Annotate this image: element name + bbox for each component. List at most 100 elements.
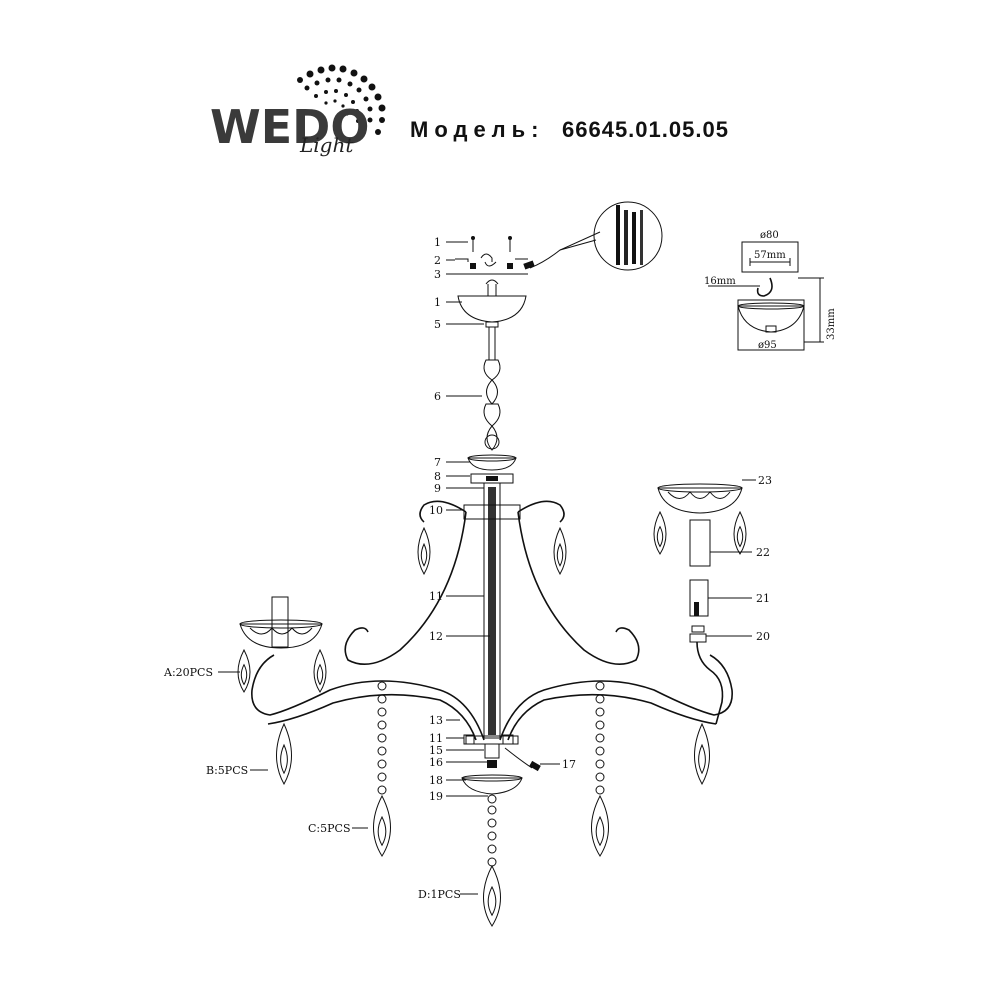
crystal-bead-icon: [595, 681, 605, 691]
crystal-facet-icon: [240, 663, 248, 686]
hook-icon: [484, 261, 497, 267]
callout-19: 19: [429, 790, 443, 803]
crystal-bead-icon: [487, 857, 497, 867]
crystal-drop-icon: [276, 722, 292, 786]
logo-swirl-icon: [297, 64, 386, 135]
terminal-magnifier-icon: [559, 201, 663, 271]
crystal-drop-icon: [373, 794, 391, 857]
crystal-bead-icon: [377, 772, 387, 782]
callout-2: 2: [434, 254, 441, 267]
callout-16: 16: [429, 756, 443, 769]
crystal-drop-icon: [553, 526, 567, 575]
crystal-facet-icon: [316, 663, 324, 686]
crystal-bead-icon: [487, 805, 497, 815]
nut-icon: [507, 263, 513, 269]
crystal-facet-icon: [656, 525, 664, 548]
crystal-d-label: D:1PCS: [418, 888, 461, 901]
brand-sub: Light: [299, 133, 354, 157]
crystal-bead-icon: [377, 746, 387, 756]
crystal-facet-icon: [420, 542, 428, 567]
crystal-drop-icon: [694, 722, 710, 786]
callout-13: 13: [429, 714, 443, 727]
callout-10: 10: [429, 504, 443, 517]
suspension-chain: [483, 327, 501, 451]
nut-icon: [470, 263, 476, 269]
callout-numbers: 1 2 3 1 5 6 7 8 9 10 11 12 13 11 15 16 1…: [429, 236, 772, 803]
crystal-drop-icon: [733, 510, 747, 555]
callout-9: 9: [434, 482, 441, 495]
callout-11-lower: 11: [429, 732, 443, 745]
ceiling-canopy: [457, 279, 527, 328]
callout-18: 18: [429, 774, 443, 787]
callout-12: 12: [429, 630, 443, 643]
callout-23: 23: [758, 474, 772, 487]
dim-hook-width: 57mm: [754, 250, 786, 261]
crystal-drop-icon: [483, 864, 501, 927]
crystal-c-label: C:5PCS: [308, 822, 350, 835]
central-stem: [463, 482, 521, 739]
wire-icon: [529, 231, 601, 269]
callout-8: 8: [434, 470, 441, 483]
callout-22: 22: [756, 546, 770, 559]
crystal-bead-icon: [377, 759, 387, 769]
mount-bracket-icon: [455, 253, 528, 262]
callout-11: 11: [429, 590, 443, 603]
terminal-block-icon: [523, 260, 535, 270]
callout-21: 21: [756, 592, 770, 605]
crystal-bead-icon: [377, 785, 387, 795]
crystal-bead-icon: [487, 844, 497, 854]
crystal-facet-icon: [280, 743, 288, 775]
crystal-facet-icon: [377, 815, 387, 847]
callout-3: 3: [434, 268, 441, 281]
dim-canopy-height: 33mm: [826, 308, 837, 340]
crystal-bead-icon: [377, 720, 387, 730]
crystal-facet-icon: [487, 885, 497, 917]
crystal-drop-icon: [417, 526, 431, 575]
dim-hook-offset: 16mm: [704, 276, 736, 287]
crystal-bead-icon: [595, 746, 605, 756]
crystal-bead-icon: [595, 759, 605, 769]
crystal-bead-icon: [377, 694, 387, 704]
callout-leaders: [446, 241, 756, 797]
crystal-labels: A:20PCS B:5PCS C:5PCS D:1PCS: [163, 666, 478, 901]
crystal-bead-icon: [487, 831, 497, 841]
crystal-layer: [237, 510, 747, 927]
crystal-bead-icon: [377, 681, 387, 691]
crystal-facet-icon: [736, 525, 744, 548]
mounting-hardware: [455, 201, 663, 271]
callout-6: 6: [434, 390, 441, 403]
callout-20: 20: [756, 630, 770, 643]
crystal-bead-icon: [377, 707, 387, 717]
brand-name: WEDO: [210, 100, 369, 154]
crystal-drop-icon: [653, 510, 667, 555]
lower-body: [461, 734, 541, 804]
crystal-bead-icon: [595, 720, 605, 730]
callout-15: 15: [429, 744, 443, 757]
crystal-facet-icon: [556, 542, 564, 567]
crystal-bead-icon: [377, 733, 387, 743]
crystal-bead-icon: [595, 707, 605, 717]
brand-logo: WEDO Light: [210, 64, 386, 157]
dim-canopy-diameter: ø95: [758, 340, 777, 351]
callout-7: 7: [434, 456, 441, 469]
crystal-bead-icon: [595, 772, 605, 782]
callout-1-canopy: 1: [434, 296, 441, 309]
dimension-inset: ø80 57mm 16mm ø95 33mm: [704, 230, 837, 351]
crystal-bead-icon: [595, 733, 605, 743]
crystal-a-label: A:20PCS: [163, 666, 213, 679]
upper-arms: [344, 500, 640, 666]
body-cup: [467, 454, 517, 484]
crystal-bead-icon: [595, 694, 605, 704]
crystal-bead-icon: [595, 785, 605, 795]
candle-cup-left: [239, 596, 323, 649]
model-label: Модель:: [410, 117, 545, 142]
crystal-bead-icon: [487, 818, 497, 828]
callout-17: 17: [562, 758, 576, 771]
candle-cup-right-exploded: [657, 483, 743, 725]
crystal-facet-icon: [698, 743, 706, 775]
crystal-facet-icon: [595, 815, 605, 847]
screw-icon: [471, 236, 512, 252]
callout-5: 5: [434, 318, 441, 331]
crystal-b-label: B:5PCS: [206, 764, 248, 777]
